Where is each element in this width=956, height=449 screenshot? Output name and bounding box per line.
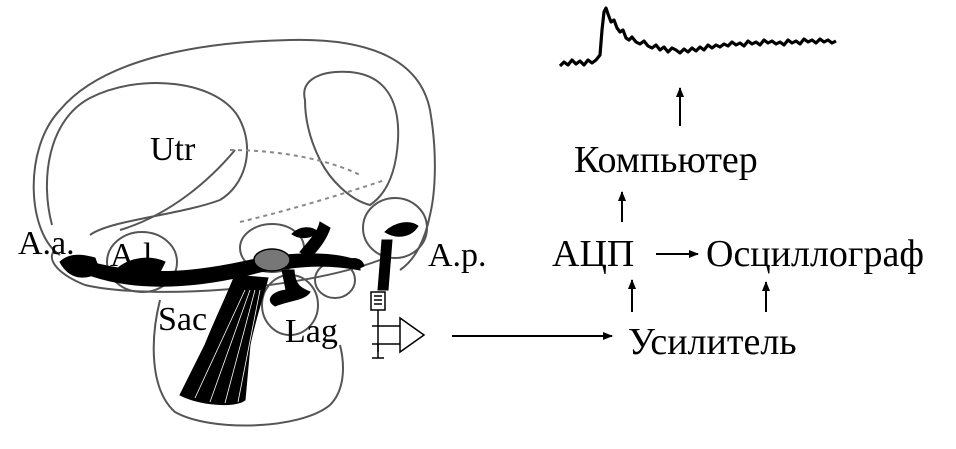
anatomy-labels: Utr A.a. A.l. Sac Lag A.p.	[18, 131, 487, 350]
saccule-outline	[152, 299, 344, 427]
label-ampulla-posterior: A.p.	[428, 237, 487, 274]
dashed-canal-line-2	[239, 179, 386, 223]
saccular-fan-striations	[194, 289, 261, 404]
inner-ear-drawing	[32, 38, 436, 427]
pipeline-labels: Усилитель АЦП Осциллограф Компьютер	[552, 139, 924, 363]
label-oscilloscope: Осциллограф	[706, 233, 924, 275]
vestibular-ganglion	[253, 248, 291, 272]
recording-electrode	[370, 291, 386, 352]
electrode-tip	[370, 291, 386, 311]
anterior-canal-loop	[46, 82, 249, 236]
evoked-potential-trace	[558, 6, 837, 68]
lateral-canal-arc	[50, 249, 381, 293]
label-saccule: Sac	[158, 301, 207, 338]
signal-flow-arrows	[452, 87, 770, 340]
nerve-trunk	[89, 253, 361, 287]
posterior-canal-loop	[303, 70, 400, 207]
lateral-ampulla-branch	[116, 257, 166, 273]
crista-right	[344, 258, 365, 270]
dashed-canal-line-1	[229, 149, 361, 176]
label-computer: Компьютер	[574, 139, 758, 181]
vestibular-nerve	[59, 221, 419, 405]
label-amplifier: Усилитель	[628, 321, 797, 363]
posterior-nerve-stem	[377, 239, 393, 291]
posterior-ampulla-branch	[299, 221, 331, 259]
lagena-branch	[269, 269, 311, 307]
label-utricle: Utr	[150, 131, 196, 168]
posterior-ampulla-outline	[362, 197, 428, 259]
label-ampulla-lateral: A.l.	[110, 237, 161, 274]
label-adc: АЦП	[552, 233, 634, 275]
lateral-ampulla-outline	[106, 231, 178, 293]
canal-lower-curve	[119, 149, 236, 231]
crista-top-left	[291, 227, 319, 239]
labyrinth-outline	[32, 38, 436, 271]
amplifier-triangle	[399, 316, 426, 354]
posterior-ampulla-crista	[384, 222, 419, 237]
amplifier-icon	[372, 316, 426, 359]
saccular-nerve-fan	[179, 274, 269, 405]
label-ampulla-anterior: A.a.	[18, 225, 75, 262]
label-lagena: Lag	[285, 313, 338, 350]
